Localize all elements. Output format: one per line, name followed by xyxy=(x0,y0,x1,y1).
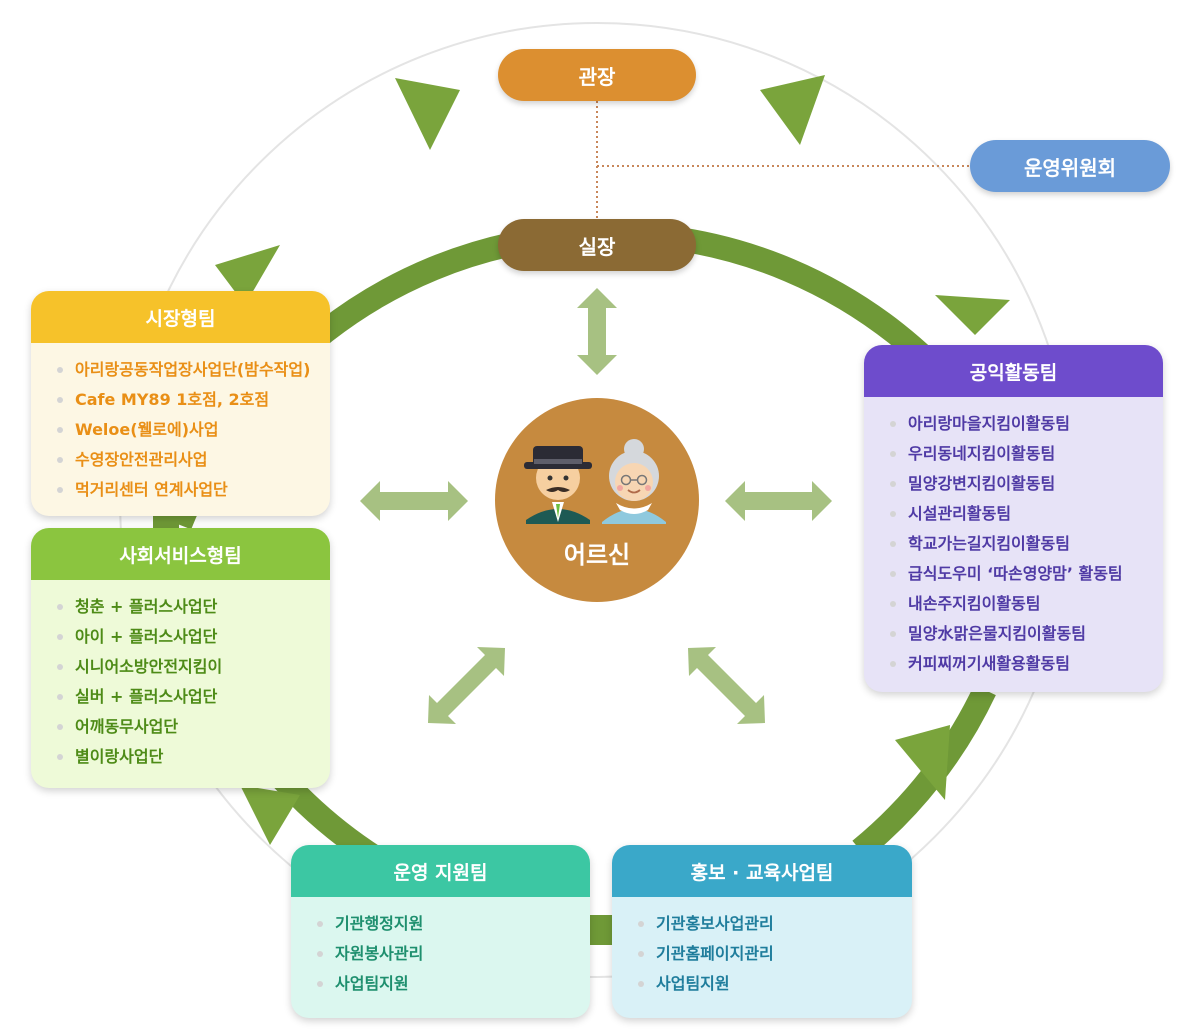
list-item: 청춘 + 플러스사업단 xyxy=(57,592,330,622)
list-item: 자원봉사관리 xyxy=(317,939,590,969)
list-item: 먹거리센터 연계사업단 xyxy=(57,475,330,505)
cycle-arrowhead xyxy=(240,785,300,845)
connector-market-social xyxy=(153,514,179,530)
director-node[interactable]: 관장 xyxy=(498,49,696,101)
list-item: 어깨동무사업단 xyxy=(57,712,330,742)
list-item: 사업팀지원 xyxy=(638,969,912,999)
team-pr-title[interactable]: 홍보 · 교육사업팀 xyxy=(612,845,912,897)
list-item: 커피찌꺼기새활용활동팀 xyxy=(890,649,1163,679)
team-pr-card: 홍보 · 교육사업팀 기관홍보사업관리 기관홈페이지관리 사업팀지원 xyxy=(612,845,912,1018)
team-market-title[interactable]: 시장형팀 xyxy=(31,291,330,343)
cycle-arrowheads xyxy=(215,75,1010,845)
list-item: 시설관리활동팀 xyxy=(890,499,1163,529)
list-item: 아리랑마을지킴이활동팀 xyxy=(890,409,1163,439)
list-item: 아이 + 플러스사업단 xyxy=(57,622,330,652)
list-item: 시니어소방안전지킴이 xyxy=(57,652,330,682)
arrow-left-center xyxy=(360,481,468,521)
list-item: 기관홈페이지관리 xyxy=(638,939,912,969)
team-social-card: 사회서비스형팀 청춘 + 플러스사업단 아이 + 플러스사업단 시니어소방안전지… xyxy=(31,528,330,788)
team-social-list: 청춘 + 플러스사업단 아이 + 플러스사업단 시니어소방안전지킴이 실버 + … xyxy=(31,580,330,772)
list-item: Cafe MY89 1호점, 2호점 xyxy=(57,385,330,415)
elderly-woman-icon xyxy=(602,439,666,524)
list-item: 밀양강변지킴이활동팀 xyxy=(890,469,1163,499)
cycle-arrowhead xyxy=(760,75,825,145)
arrow-right-center xyxy=(725,481,832,521)
manager-node[interactable]: 실장 xyxy=(498,219,696,271)
list-item: 별이랑사업단 xyxy=(57,742,330,772)
team-public-list: 아리랑마을지킴이활동팀 우리동네지킴이활동팀 밀양강변지킴이활동팀 시설관리활동… xyxy=(864,397,1163,679)
cycle-arrowhead xyxy=(215,245,280,305)
list-item: 실버 + 플러스사업단 xyxy=(57,682,330,712)
arrow-manager-center xyxy=(577,288,617,375)
list-item: 내손주지킴이활동팀 xyxy=(890,589,1163,619)
team-social-title[interactable]: 사회서비스형팀 xyxy=(31,528,330,580)
team-public-card: 공익활동팀 아리랑마을지킴이활동팀 우리동네지킴이활동팀 밀양강변지킴이활동팀 … xyxy=(864,345,1163,692)
list-item: 밀양水맑은물지킴이활동팀 xyxy=(890,619,1163,649)
team-market-list: 아리랑공동작업장사업단(밤수작업) Cafe MY89 1호점, 2호점 Wel… xyxy=(31,343,330,505)
arrow-bottomright-center xyxy=(688,647,765,724)
team-ops-title[interactable]: 운영 지원팀 xyxy=(291,845,590,897)
arrow-bottomleft-center xyxy=(428,647,505,724)
list-item: 기관행정지원 xyxy=(317,909,590,939)
list-item: 급식도우미 ‘따손영양맘’ 활동팀 xyxy=(890,559,1163,589)
connector-ops-pr xyxy=(589,915,615,945)
cycle-arrowhead xyxy=(895,725,950,800)
connector-arrows xyxy=(360,288,832,724)
team-ops-card: 운영 지원팀 기관행정지원 자원봉사관리 사업팀지원 xyxy=(291,845,590,1018)
list-item: 우리동네지킴이활동팀 xyxy=(890,439,1163,469)
committee-node[interactable]: 운영위원회 xyxy=(970,140,1170,192)
team-pr-list: 기관홍보사업관리 기관홈페이지관리 사업팀지원 xyxy=(612,897,912,999)
team-market-card: 시장형팀 아리랑공동작업장사업단(밤수작업) Cafe MY89 1호점, 2호… xyxy=(31,291,330,516)
list-item: 기관홍보사업관리 xyxy=(638,909,912,939)
list-item: 학교가는길지킴이활동팀 xyxy=(890,529,1163,559)
list-item: 사업팀지원 xyxy=(317,969,590,999)
center-circle xyxy=(495,398,699,602)
cycle-arrowhead xyxy=(935,295,1010,335)
list-item: Weloe(웰로에)사업 xyxy=(57,415,330,445)
list-item: 수영장안전관리사업 xyxy=(57,445,330,475)
team-ops-list: 기관행정지원 자원봉사관리 사업팀지원 xyxy=(291,897,590,999)
list-item: 아리랑공동작업장사업단(밤수작업) xyxy=(57,355,330,385)
center-label: 어르신 xyxy=(563,541,631,569)
team-public-title[interactable]: 공익활동팀 xyxy=(864,345,1163,397)
cycle-arrowhead xyxy=(395,78,460,150)
elderly-man-icon xyxy=(524,446,592,524)
